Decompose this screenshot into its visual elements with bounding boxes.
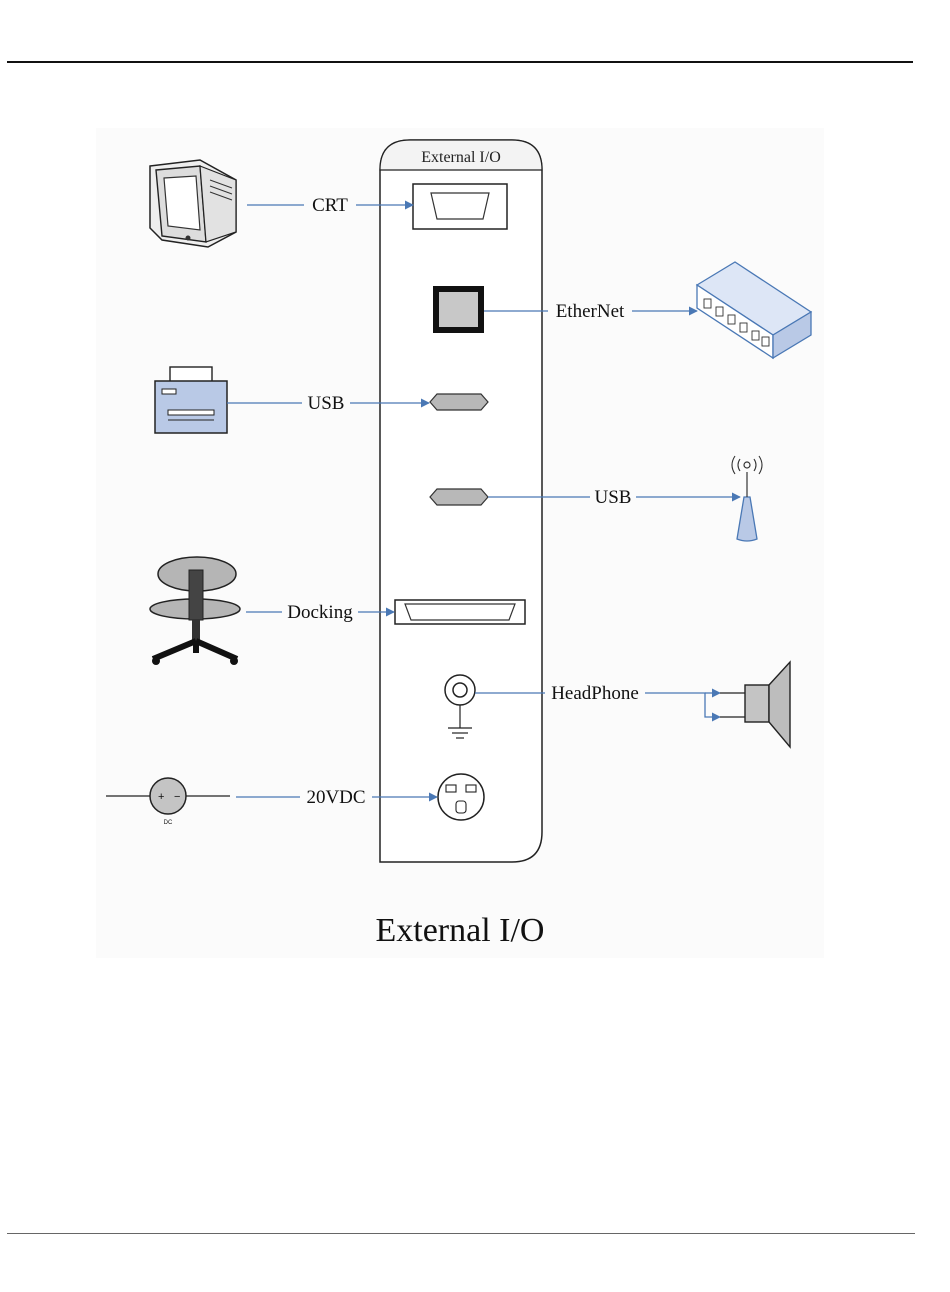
dc-symbol-label: DC [164,820,173,826]
speaker-icon [745,662,790,747]
ethernet-label: EtherNet [556,301,625,322]
headphone-wire-lower [645,693,720,717]
usb-printer-label: USB [308,393,345,414]
ethernet-hub-icon [697,262,811,358]
crt-label: CRT [312,195,348,216]
printer-icon [155,367,227,433]
figure-caption: External I/O [300,912,620,950]
docking-label: Docking [287,602,353,623]
crt-monitor-icon [150,160,236,247]
dc-power-label: 20VDC [306,787,365,808]
usb-wireless-label: USB [595,487,632,508]
panel-title: External I/O [421,149,501,166]
svg-text:+: + [158,791,164,803]
docking-port-icon [395,600,525,624]
svg-text:−: − [174,791,180,803]
docking-station-icon [150,557,240,665]
usb-port-2-icon [430,489,488,505]
dc-power-socket-icon [438,774,484,820]
footer-rule [7,1233,915,1234]
wireless-antenna-icon [732,456,762,541]
ethernet-port-icon [433,286,484,333]
dc-source-symbol: + − DC [106,778,230,826]
headphone-label: HeadPhone [551,683,639,704]
usb-port-1-icon [430,394,488,410]
crt-port-icon [413,184,507,229]
